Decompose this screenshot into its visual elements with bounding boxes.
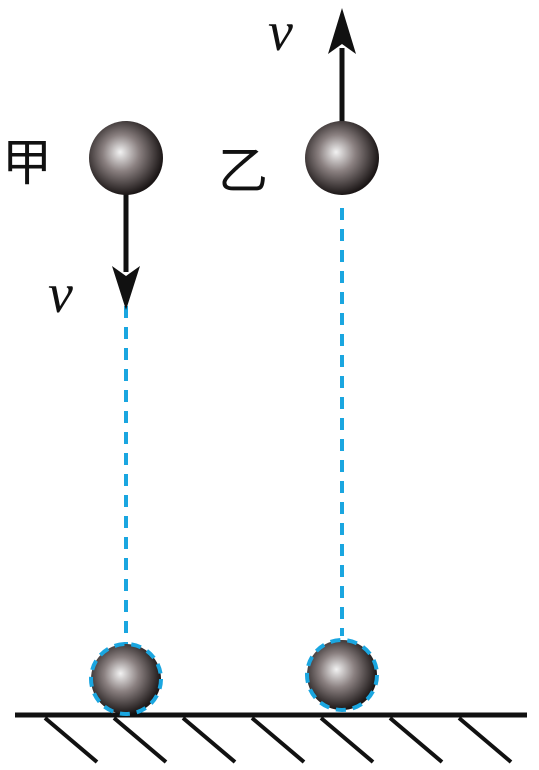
ball-right-label: 乙 (218, 142, 268, 200)
ground (15, 712, 527, 764)
right-velocity-arrow (328, 8, 356, 126)
velocity-left-label: v (48, 263, 73, 325)
ball-left-top (89, 121, 163, 195)
left-velocity-arrow (112, 190, 140, 310)
velocity-right-label: v (268, 1, 293, 63)
ball-right-top (305, 121, 379, 195)
ball-left-ground (89, 642, 163, 716)
ball-right-ground (305, 638, 379, 712)
ground-hatching (43, 716, 513, 764)
ball-left-label: 甲 (2, 134, 52, 192)
